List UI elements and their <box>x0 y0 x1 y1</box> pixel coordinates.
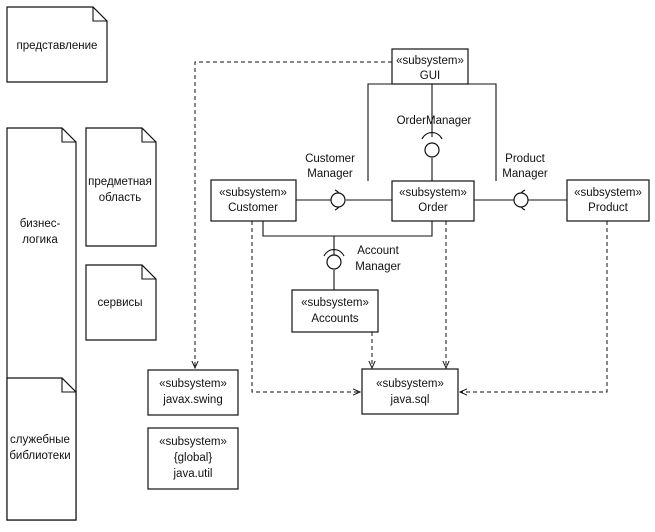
note-utility-libraries: служебные библиотеки <box>6 377 77 521</box>
interface-product-manager-line2: Manager <box>502 168 548 180</box>
subsystem-java-util-stereotype: «subsystem» <box>159 436 227 448</box>
interface-account-manager-line1: Account <box>357 245 399 257</box>
dependency-arrows <box>195 61 608 392</box>
subsystem-javax-swing-name: javax.swing <box>162 394 222 406</box>
subsystem-java-util-name: java.util <box>173 468 213 480</box>
subsystem-accounts: «subsystem» Accounts <box>291 289 379 333</box>
interface-order-manager-label: OrderManager <box>397 115 472 127</box>
subsystem-order-name: Order <box>418 202 448 214</box>
subsystem-java-util-property: {global} <box>174 452 213 464</box>
subsystem-java-sql-name: java.sql <box>390 394 430 406</box>
note-domain: предметная область <box>85 127 157 247</box>
subsystem-java-sql: «subsystem» java.sql <box>361 368 459 415</box>
subsystem-javax-swing-stereotype: «subsystem» <box>159 378 227 390</box>
subsystem-accounts-stereotype: «subsystem» <box>301 297 369 309</box>
interface-customer-manager: Customer Manager <box>305 153 355 211</box>
subsystem-gui-stereotype: «subsystem» <box>396 55 464 67</box>
subsystem-accounts-name: Accounts <box>311 313 359 325</box>
interface-customer-manager-line2: Manager <box>307 168 353 180</box>
note-domain-line2: область <box>99 192 142 204</box>
subsystem-customer-stereotype: «subsystem» <box>219 187 287 199</box>
interface-order-manager: OrderManager <box>397 115 472 158</box>
subsystem-gui: «subsystem» GUI <box>391 48 469 85</box>
subsystem-gui-name: GUI <box>420 70 440 82</box>
subsystem-product-name: Product <box>588 202 628 214</box>
assembly-connectors <box>262 83 567 290</box>
interface-product-manager-line1: Product <box>505 153 545 165</box>
interface-account-manager-line2: Manager <box>355 261 401 273</box>
note-services-label: сервисы <box>97 297 142 309</box>
interface-customer-manager-line1: Customer <box>305 153 355 165</box>
note-presentation-label: представление <box>17 40 98 52</box>
note-business-logic-line2: логика <box>22 234 58 246</box>
note-domain-line1: предметная <box>88 176 152 188</box>
subsystem-product-stereotype: «subsystem» <box>574 187 642 199</box>
interface-account-manager: Account Manager <box>323 245 401 273</box>
subsystem-customer: «subsystem» Customer <box>210 179 297 222</box>
interface-product-manager: Product Manager <box>502 153 548 211</box>
note-utility-libraries-line1: служебные <box>10 434 70 446</box>
note-utility-libraries-line2: библиотеки <box>9 450 70 462</box>
subsystem-order-stereotype: «subsystem» <box>399 187 467 199</box>
subsystem-customer-name: Customer <box>228 202 278 214</box>
subsystem-order: «subsystem» Order <box>391 180 475 222</box>
subsystem-javax-swing: «subsystem» javax.swing <box>147 369 239 416</box>
note-services: сервисы <box>85 264 157 341</box>
subsystem-java-sql-stereotype: «subsystem» <box>376 378 444 390</box>
note-presentation: представление <box>6 6 108 83</box>
subsystem-java-util: «subsystem» {global} java.util <box>147 427 239 490</box>
note-business-logic-line1: бизнес- <box>20 218 61 230</box>
subsystem-product: «subsystem» Product <box>566 179 650 222</box>
